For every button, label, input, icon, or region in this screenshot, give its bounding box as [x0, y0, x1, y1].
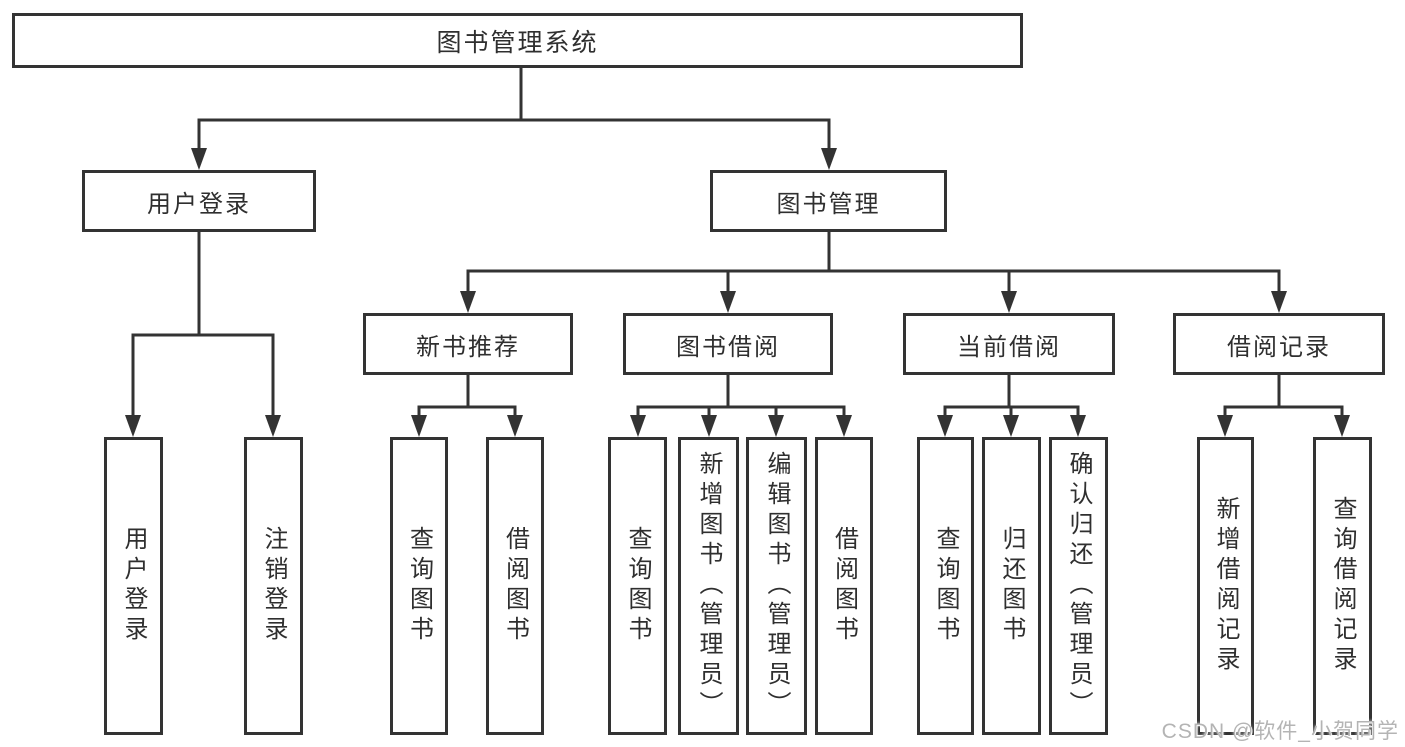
leaf-br-add-record-label: 新增借阅记录: [1212, 496, 1239, 676]
connector-borrow-records-to-leaves: [1217, 375, 1350, 437]
node-new-books-label: 新书推荐: [416, 333, 520, 361]
leaf-cb-return-books: 归还图书: [982, 437, 1041, 735]
connector-current-borrow-to-leaves: [937, 375, 1086, 437]
connector-user-login-to-leaves: [125, 232, 281, 437]
connector-book-borrow-to-leaves: [630, 375, 852, 437]
node-user-login: 用户登录: [82, 170, 316, 232]
connector-new-books-to-leaves: [411, 375, 523, 437]
leaf-bb-edit-books: 编辑图书（管理员）: [746, 437, 807, 735]
leaf-cb-confirm-return: 确认归还（管理员）: [1049, 437, 1108, 735]
leaf-bb-add-books-label: 新增图书（管理员）: [695, 451, 722, 721]
node-book-borrow-label: 图书借阅: [676, 333, 780, 361]
leaf-bb-query-books: 查询图书: [608, 437, 667, 735]
leaf-user-login: 用户登录: [104, 437, 163, 735]
node-current-borrow-label: 当前借阅: [957, 333, 1061, 361]
connector-root-to-branches: [191, 68, 837, 170]
leaf-cb-confirm-return-label: 确认归还（管理员）: [1065, 451, 1092, 721]
node-root: 图书管理系统: [12, 13, 1023, 68]
leaf-bb-borrow-books-label: 借阅图书: [830, 526, 858, 646]
node-borrow-records-label: 借阅记录: [1227, 333, 1331, 361]
leaf-logout: 注销登录: [244, 437, 303, 735]
leaf-cb-return-books-label: 归还图书: [998, 526, 1025, 646]
leaf-nb-borrow-books-label: 借阅图书: [501, 526, 529, 646]
leaf-br-query-record: 查询借阅记录: [1313, 437, 1372, 735]
leaf-cb-query-books: 查询图书: [917, 437, 974, 735]
connector-book-mgmt-to-categories: [460, 232, 1287, 313]
leaf-user-login-label: 用户登录: [120, 526, 147, 646]
leaf-bb-borrow-books: 借阅图书: [815, 437, 873, 735]
csdn-watermark: CSDN @软件_小贺同学: [1161, 720, 1399, 743]
node-borrow-records: 借阅记录: [1173, 313, 1385, 375]
leaf-logout-label: 注销登录: [260, 526, 287, 646]
leaf-bb-edit-books-label: 编辑图书（管理员）: [763, 451, 790, 721]
node-new-books: 新书推荐: [363, 313, 573, 375]
leaf-bb-add-books: 新增图书（管理员）: [678, 437, 739, 735]
leaf-nb-borrow-books: 借阅图书: [486, 437, 544, 735]
node-book-management-label: 图书管理: [776, 190, 881, 218]
node-user-login-label: 用户登录: [147, 190, 251, 218]
node-book-management: 图书管理: [710, 170, 947, 232]
leaf-nb-query-books: 查询图书: [390, 437, 448, 735]
node-book-borrow: 图书借阅: [623, 313, 833, 375]
leaf-nb-query-books-label: 查询图书: [405, 526, 433, 646]
node-current-borrow: 当前借阅: [903, 313, 1115, 375]
node-root-label: 图书管理系统: [436, 28, 599, 57]
leaf-bb-query-books-label: 查询图书: [624, 526, 651, 646]
leaf-br-query-record-label: 查询借阅记录: [1329, 496, 1356, 676]
leaf-br-add-record: 新增借阅记录: [1197, 437, 1254, 735]
leaf-cb-query-books-label: 查询图书: [932, 526, 959, 646]
